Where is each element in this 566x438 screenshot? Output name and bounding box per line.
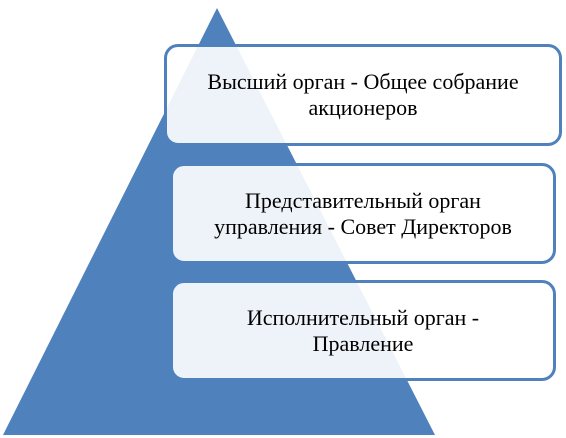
- level-box-middle: Представительный орган управления - Сове…: [170, 163, 556, 264]
- level-label-top: Высший орган - Общее собрание акционеров: [207, 69, 519, 120]
- level-box-bottom: Исполнительный орган - Правление: [170, 280, 556, 381]
- level-box-top: Высший орган - Общее собрание акционеров: [164, 44, 562, 146]
- level-label-middle: Представительный орган управления - Сове…: [214, 187, 512, 239]
- level-label-bottom: Исполнительный орган - Правление: [246, 304, 480, 356]
